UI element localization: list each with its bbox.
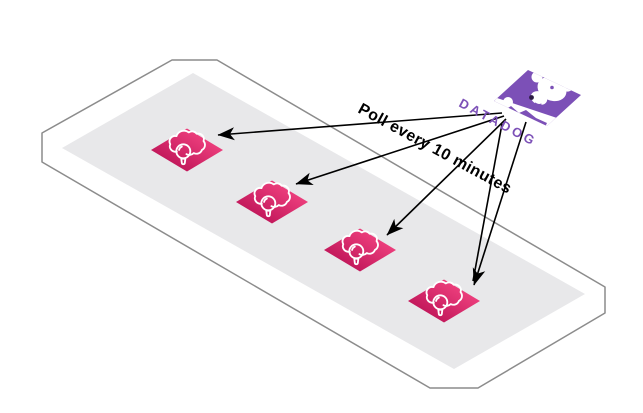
cloudwatch-node-2 <box>236 180 308 224</box>
poll-arrow-2 <box>295 115 505 186</box>
poll-arrow-3 <box>386 118 507 236</box>
poll-arrow-1 <box>217 112 503 141</box>
poll-arrow-4b <box>472 121 527 286</box>
poll-arrow-4a <box>472 123 503 282</box>
cloudwatch-node-4 <box>408 279 480 323</box>
cloudwatch-node-1 <box>151 128 223 172</box>
poll-arrows <box>217 112 527 286</box>
datadog-logo: DATADOG <box>457 70 581 149</box>
cloudwatch-node-3 <box>324 228 396 272</box>
